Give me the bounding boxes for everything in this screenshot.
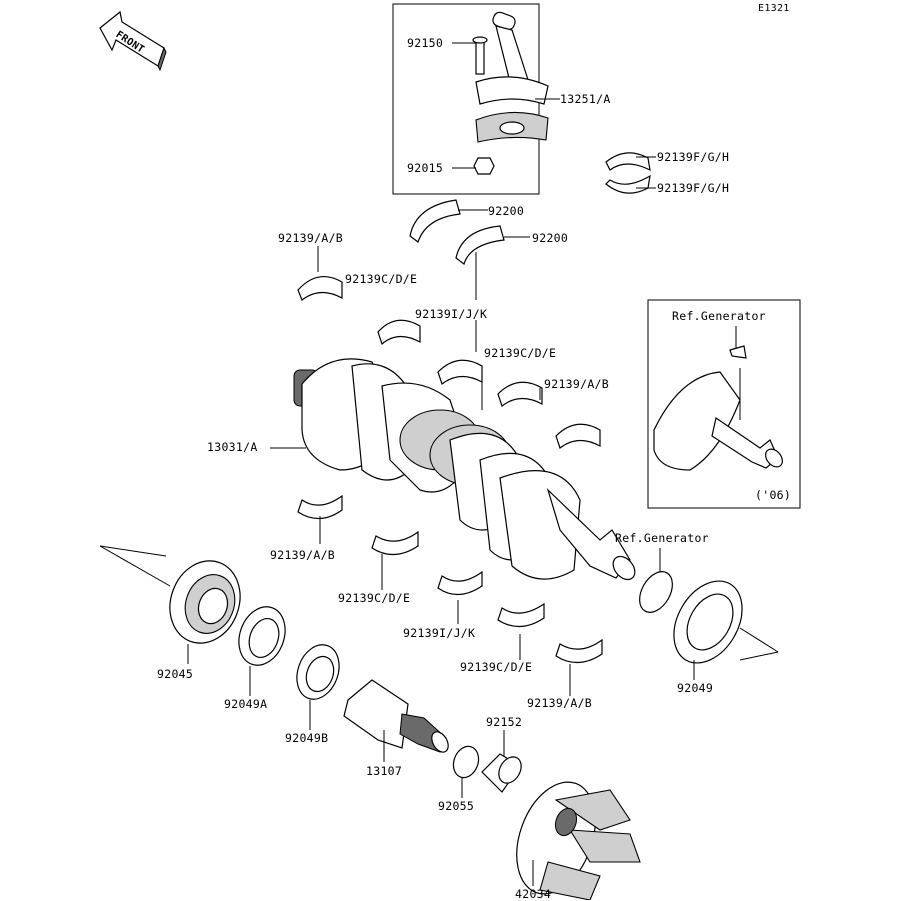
label-13251a: 13251/A [560, 92, 611, 106]
crankshaft-drawing [293, 358, 636, 581]
ball-bearing-drawing [169, 560, 241, 644]
label-92045: 92045 [157, 667, 194, 681]
o-ring-92055 [452, 745, 480, 779]
label-ref-generator-main: Ref.Generator [615, 531, 709, 545]
label-92139ab-top: 92139/A/B [278, 231, 344, 245]
label-92200-1: 92200 [488, 204, 525, 218]
label-ref-generator-inset: Ref.Generator [672, 309, 766, 323]
bearing-shells-lower [297, 494, 603, 664]
label-92139ab-low: 92139/A/B [527, 696, 593, 710]
bushing-92152 [481, 753, 522, 793]
snap-ring [639, 571, 673, 613]
label-92055: 92055 [438, 799, 475, 813]
label-13107: 13107 [366, 764, 403, 778]
label-42034: 42034 [515, 887, 552, 901]
label-92139ijk-low: 92139I/J/K [403, 626, 476, 640]
label-92139fgh-1: 92139F/G/H [657, 150, 730, 164]
label-92150: 92150 [407, 36, 444, 50]
coupling-42034 [516, 781, 641, 900]
connecting-rod-drawing [472, 11, 549, 175]
bearing-shells-upper [297, 275, 601, 449]
label-92200-2: 92200 [532, 231, 569, 245]
label-92152: 92152 [486, 715, 523, 729]
label-92139cde-low2: 92139C/D/E [460, 660, 533, 674]
front-arrow-icon [99, 10, 167, 72]
label-92139ijk-top: 92139I/J/K [415, 307, 488, 321]
label-92049a: 92049A [224, 697, 268, 711]
diagram-code: E1321 [758, 3, 790, 14]
label-inset-year: ('06) [755, 488, 792, 502]
label-92139cde-mid: 92139C/D/E [484, 346, 557, 360]
label-92139ab-mid: 92139/A/B [544, 377, 610, 391]
generator-inset-box [647, 299, 801, 509]
label-13031a: 13031/A [207, 440, 258, 454]
inset-crankshaft-drawing [653, 326, 783, 471]
label-92139cde-low: 92139C/D/E [338, 591, 411, 605]
label-92139ab-left: 92139/A/B [270, 548, 336, 562]
label-92049: 92049 [677, 681, 714, 695]
label-92139fgh-2: 92139F/G/H [657, 181, 730, 195]
label-92049b: 92049B [285, 731, 329, 745]
drive-shaft-drawing [343, 679, 449, 753]
label-92015: 92015 [407, 161, 444, 175]
label-92139cde-top: 92139C/D/E [345, 272, 418, 286]
